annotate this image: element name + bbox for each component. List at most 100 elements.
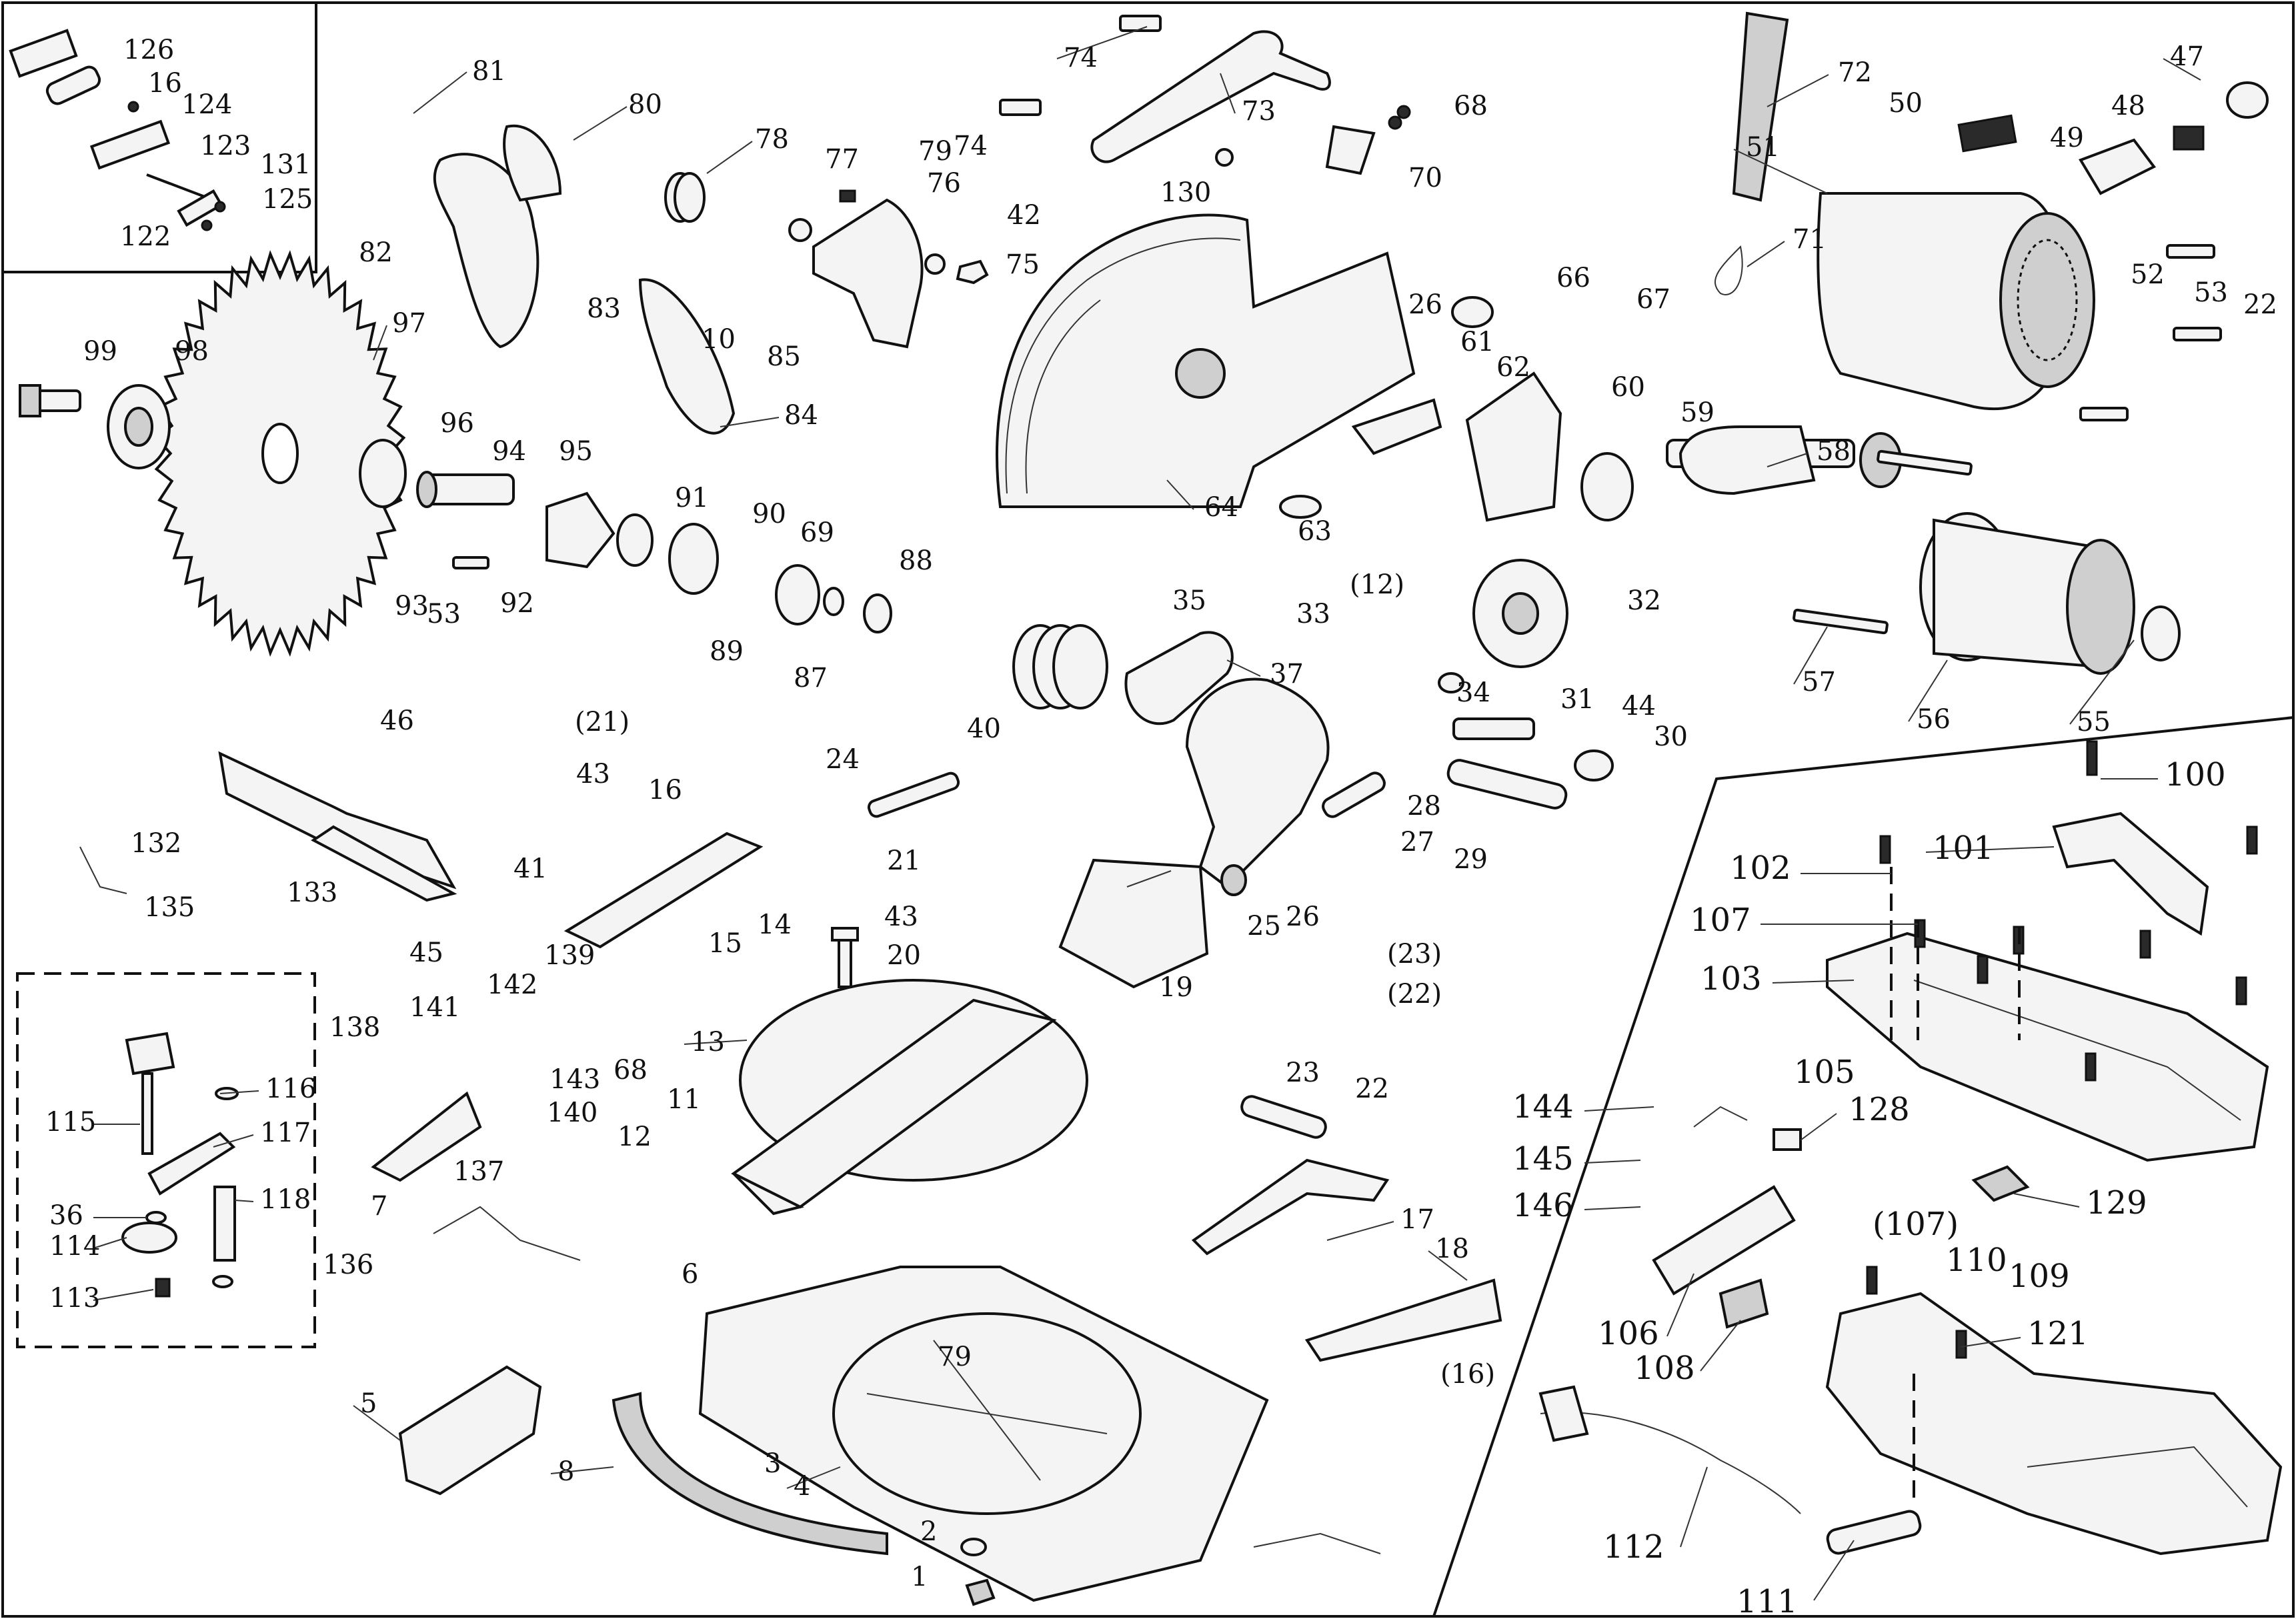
part-label-l-22b: 22 — [1355, 1074, 1389, 1104]
spindle — [416, 471, 515, 508]
bolt-14 — [831, 927, 859, 988]
pivot-arm — [1185, 677, 1330, 896]
part-label-l-71: 71 — [1793, 224, 1827, 255]
part-label-l-43b: 43 — [884, 902, 918, 932]
part-label-l-122: 122 — [120, 221, 171, 252]
part-label-l-27: 27 — [1400, 827, 1434, 858]
part-label-l-22p: (22) — [1387, 979, 1442, 1010]
guard-plate — [503, 124, 562, 202]
part-label-l-101: 101 — [1933, 830, 1994, 867]
part-label-l-76: 76 — [927, 168, 961, 199]
handle-7 — [433, 1206, 581, 1261]
motor-housing — [1817, 192, 2095, 411]
part-label-l-32: 32 — [1627, 585, 1661, 616]
sub-fence-18 — [1304, 1278, 1502, 1362]
part-label-l-115: 115 — [45, 1107, 96, 1138]
part-label-l-77: 77 — [825, 144, 859, 175]
part-label-l-12: 12 — [618, 1122, 652, 1152]
fence-17 — [1191, 1095, 1390, 1256]
foot-5 — [398, 1365, 542, 1496]
extension-rod — [1253, 1532, 1381, 1554]
support-arm-41 — [311, 825, 457, 902]
bearings — [1451, 296, 1634, 521]
part-label-l-132: 132 — [131, 828, 181, 859]
fan — [1465, 371, 1562, 522]
nut-1-washer-2 — [960, 1538, 996, 1606]
part-label-l-131: 131 — [260, 149, 311, 180]
part-label-l-66: 66 — [1556, 263, 1590, 293]
part-label-l-30: 30 — [1654, 721, 1688, 752]
part-label-l-85: 85 — [767, 341, 801, 372]
part-label-l-140: 140 — [547, 1098, 598, 1128]
part-label-l-55: 55 — [2077, 707, 2111, 737]
miter-scale — [612, 1392, 888, 1556]
part-label-l-18: 18 — [1435, 1234, 1469, 1264]
part-label-l-7: 7 — [371, 1191, 387, 1222]
pivot-plate — [1124, 631, 1234, 725]
inset-trigger-assembly — [9, 29, 226, 231]
part-label-l-70: 70 — [1408, 163, 1442, 193]
part-label-l-64: 64 — [1204, 492, 1238, 523]
part-label-l-79b: 79 — [938, 1342, 972, 1372]
part-label-l-23p: (23) — [1387, 939, 1442, 970]
part-label-l-121: 121 — [2027, 1315, 2089, 1352]
part-label-l-37: 37 — [1270, 659, 1304, 689]
switch-block-108 — [1718, 1278, 1769, 1329]
part-label-l-42: 42 — [1007, 200, 1041, 231]
part-label-l-2: 2 — [920, 1516, 937, 1547]
part-label-l-26b: 26 — [1286, 902, 1320, 932]
part-label-l-28: 28 — [1407, 791, 1441, 822]
part-label-l-102: 102 — [1730, 850, 1791, 887]
plate-129 — [1971, 1165, 2030, 1202]
part-label-l-118: 118 — [260, 1184, 311, 1215]
hex-key — [79, 846, 127, 894]
part-label-l-5: 5 — [360, 1388, 377, 1419]
part-label-l-98: 98 — [175, 336, 209, 367]
part-label-l-68a: 68 — [1454, 91, 1488, 121]
handle-section-divider — [1432, 716, 2294, 1617]
part-label-l-109: 109 — [2009, 1258, 2070, 1295]
part-label-l-41: 41 — [513, 854, 547, 884]
clamp-137 — [371, 1091, 482, 1182]
part-label-l-124: 124 — [181, 89, 232, 120]
part-label-l-90: 90 — [752, 499, 786, 529]
part-label-l-91: 91 — [675, 483, 709, 513]
spring-63 — [1279, 495, 1322, 519]
part-label-l-130: 130 — [1160, 177, 1211, 208]
part-label-l-100: 100 — [2165, 756, 2226, 793]
pivot-spring — [1012, 624, 1108, 709]
part-label-l-47: 47 — [2170, 41, 2204, 72]
part-label-l-138: 138 — [329, 1012, 380, 1043]
part-label-l-107b: (107) — [1873, 1206, 1959, 1243]
part-label-l-34: 34 — [1456, 677, 1490, 708]
part-label-l-16a: 16 — [148, 68, 182, 99]
handle-top-101 — [2052, 812, 2209, 936]
part-label-l-99: 99 — [83, 336, 117, 367]
blade-guard-link — [638, 278, 736, 435]
part-label-l-123: 123 — [200, 131, 251, 161]
part-label-l-25: 25 — [1247, 911, 1281, 942]
part-label-l-46: 46 — [380, 705, 414, 736]
part-label-l-74b: 74 — [954, 131, 988, 161]
part-label-l-68b: 68 — [614, 1055, 648, 1086]
part-label-l-116: 116 — [265, 1074, 316, 1104]
part-label-l-93: 93 — [395, 591, 429, 621]
small-hardware — [788, 105, 1411, 285]
part-label-l-52: 52 — [2131, 259, 2165, 290]
part-label-l-16p: (16) — [1440, 1359, 1495, 1390]
part-label-l-6: 6 — [682, 1259, 698, 1290]
part-label-l-95: 95 — [559, 436, 593, 467]
part-label-l-36: 36 — [49, 1200, 83, 1231]
part-label-l-78: 78 — [755, 124, 789, 155]
lock-lever — [1090, 30, 1331, 163]
part-label-l-89: 89 — [710, 636, 744, 667]
part-label-l-40: 40 — [967, 713, 1001, 744]
part-label-l-17: 17 — [1400, 1204, 1434, 1235]
part-label-l-57: 57 — [1802, 667, 1836, 697]
part-label-l-23: 23 — [1286, 1058, 1320, 1088]
rod-29 — [1446, 759, 1568, 810]
